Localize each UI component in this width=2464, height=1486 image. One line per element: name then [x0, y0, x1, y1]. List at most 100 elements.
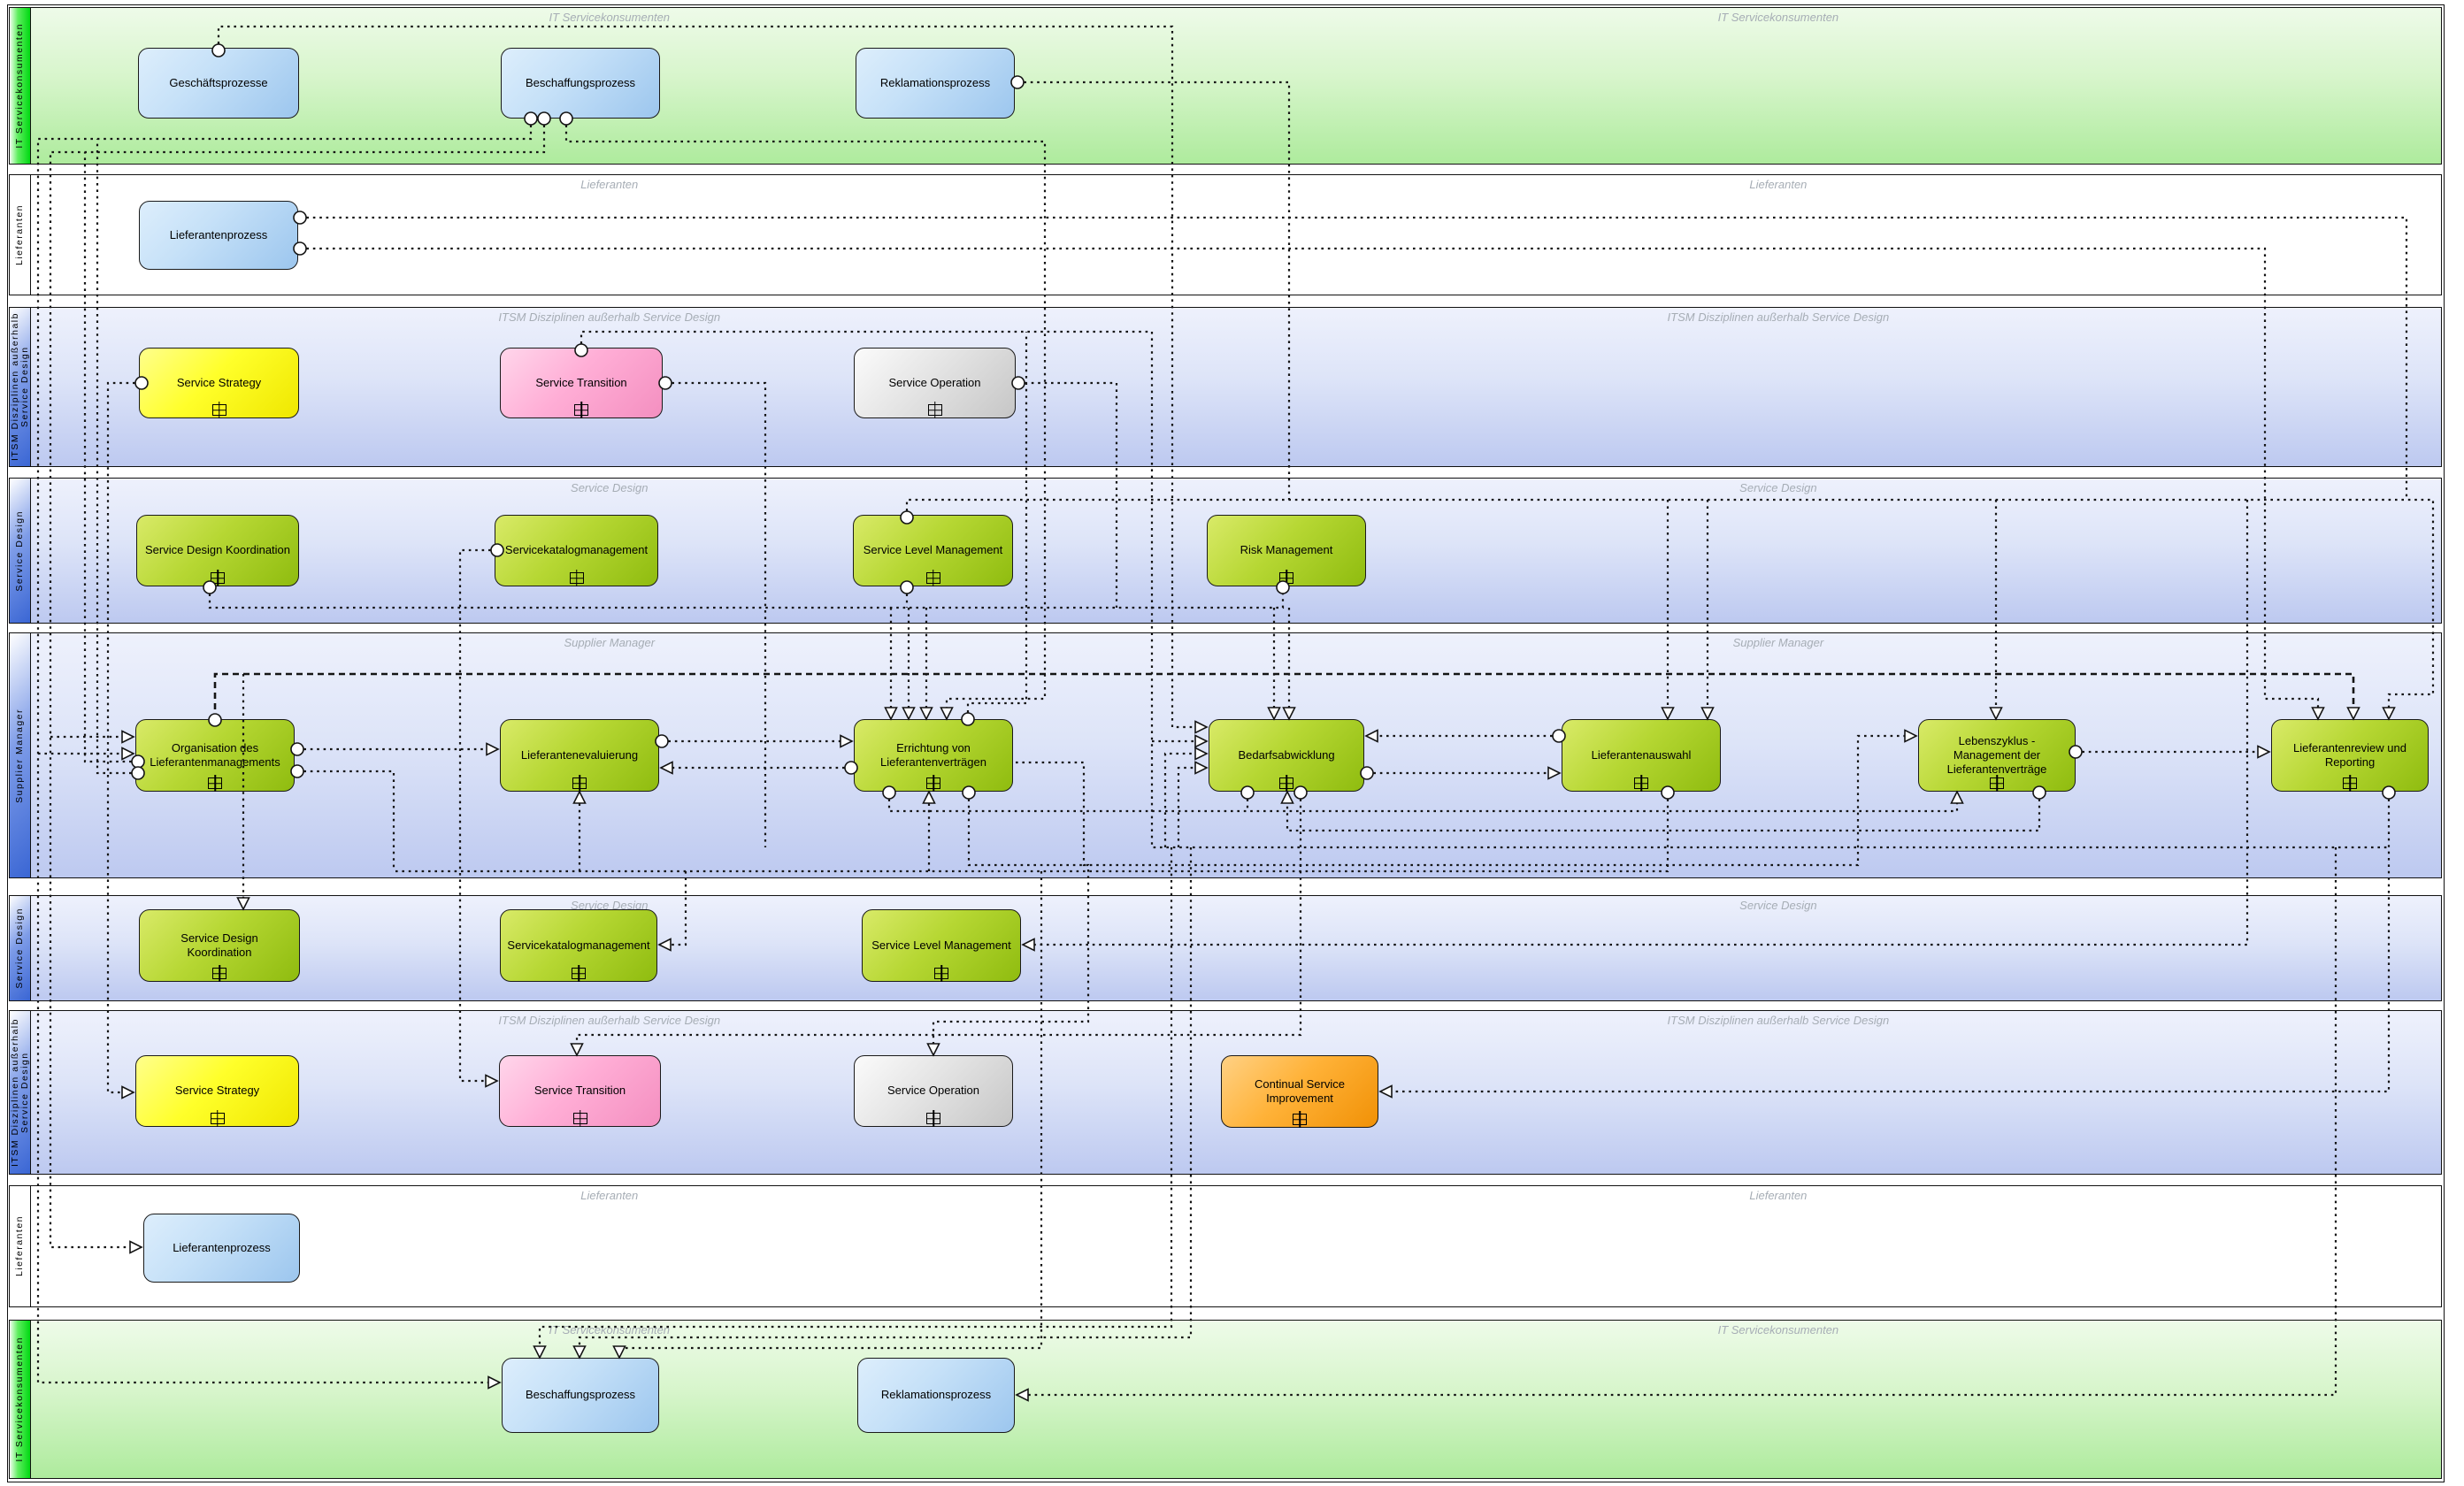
process-box-label: Lebenszyklus - Management der Lieferante… [1946, 733, 2047, 777]
process-box-lieferantenauswahl[interactable]: Lieferantenauswahl [1562, 719, 1721, 792]
process-box-servicekatalogmanagement[interactable]: Servicekatalogmanagement [500, 909, 657, 982]
process-box-service-operation[interactable]: Service Operation [854, 348, 1016, 418]
lane-title-right: IT Servicekonsumenten [1717, 11, 1839, 24]
process-box-label: Service Strategy [174, 1084, 260, 1098]
lane-title-left: ITSM Disziplinen außerhalb Service Desig… [498, 310, 721, 324]
process-box-beschaffungsprozess[interactable]: Beschaffungsprozess [501, 48, 660, 119]
expand-plus-icon[interactable] [1279, 572, 1293, 584]
expand-plus-icon[interactable] [925, 572, 940, 584]
expand-plus-icon[interactable] [927, 404, 942, 416]
process-box-label: Beschaffungsprozess [525, 1388, 636, 1402]
expand-plus-icon[interactable] [926, 1113, 940, 1124]
process-box-errichtung-von-lieferantenvertr-gen[interactable]: Errichtung von Lieferantenverträgen [854, 719, 1013, 792]
expand-plus-icon[interactable] [572, 1113, 587, 1124]
expand-plus-icon[interactable] [572, 968, 586, 979]
process-box-label: Service Design Koordination [144, 543, 291, 557]
process-box-bedarfsabwicklung[interactable]: Bedarfsabwicklung [1209, 719, 1364, 792]
lane-title-right: Service Design [1739, 899, 1817, 912]
process-box-beschaffungsprozess[interactable]: Beschaffungsprozess [502, 1358, 659, 1433]
process-box-lieferantenprozess[interactable]: Lieferantenprozess [139, 201, 298, 270]
process-box-service-strategy[interactable]: Service Strategy [135, 1055, 299, 1127]
expand-plus-icon[interactable] [934, 968, 948, 979]
lane-title-left: Lieferanten [580, 1189, 639, 1202]
lane-it-servicekonsumenten: IT Servicekonsumenten IT Servicekonsument… [9, 1320, 2442, 1479]
expand-plus-icon[interactable] [211, 404, 226, 416]
expand-plus-icon[interactable] [926, 777, 940, 789]
process-box-gesch-ftsprozesse[interactable]: Geschäftsprozesse [138, 48, 299, 119]
process-box-risk-management[interactable]: Risk Management [1207, 515, 1366, 586]
process-box-service-level-management[interactable]: Service Level Management [862, 909, 1021, 982]
lane-header: Lieferanten [10, 175, 31, 295]
lane-title-left: IT Servicekonsumenten [549, 11, 671, 24]
process-box-label: Servicekatalogmanagement [507, 938, 650, 952]
process-box-label: Reklamationsprozess [880, 1388, 992, 1402]
process-box-service-level-management[interactable]: Service Level Management [853, 515, 1013, 586]
process-box-servicekatalogmanagement[interactable]: Servicekatalogmanagement [495, 515, 658, 586]
process-box-lieferantenprozess[interactable]: Lieferantenprozess [143, 1214, 300, 1283]
lane-header: IT Servicekonsumenten [10, 8, 31, 164]
process-box-label: Risk Management [1240, 543, 1333, 557]
lane-title-left: Supplier Manager [564, 636, 656, 649]
expand-plus-icon[interactable] [211, 572, 225, 584]
process-box-label: Lieferantenreview und Reporting [2293, 740, 2406, 769]
lane-header-label: ITSM Disziplinen außerhalb Service Desig… [10, 1018, 30, 1167]
lane-header: ITSM Disziplinen außerhalb Service Desig… [10, 308, 31, 466]
process-box-service-design-koordination[interactable]: Service Design Koordination [139, 909, 300, 982]
lane-title-right: Supplier Manager [1732, 636, 1824, 649]
process-box-lebenszyklus-management-der-lieferantenvertr-ge[interactable]: Lebenszyklus - Management der Lieferante… [1918, 719, 2076, 792]
process-box-service-strategy[interactable]: Service Strategy [139, 348, 299, 418]
process-box-reklamationsprozess[interactable]: Reklamationsprozess [856, 48, 1015, 119]
expand-plus-icon[interactable] [208, 777, 222, 789]
expand-plus-icon[interactable] [2343, 777, 2357, 789]
process-box-service-design-koordination[interactable]: Service Design Koordination [136, 515, 299, 586]
process-box-service-transition[interactable]: Service Transition [500, 348, 663, 418]
process-box-label: Lieferantenevaluierung [520, 747, 639, 762]
lane-header-label: IT Servicekonsumenten [14, 1337, 25, 1462]
process-box-service-operation[interactable]: Service Operation [854, 1055, 1013, 1127]
process-box-label: Beschaffungsprozess [525, 75, 636, 89]
lane-header-label: Lieferanten [14, 203, 25, 266]
lane-body: Lieferanten Lieferanten [31, 1186, 2441, 1306]
lane-body: IT Servicekonsumenten IT Servicekonsument… [31, 1321, 2441, 1478]
lane-title-right: IT Servicekonsumenten [1717, 1323, 1839, 1337]
process-box-label: Servicekatalogmanagement [504, 543, 649, 557]
process-box-service-transition[interactable]: Service Transition [499, 1055, 661, 1127]
process-box-label: Lieferantenprozess [169, 227, 268, 241]
expand-plus-icon[interactable] [569, 572, 584, 584]
lane-title-right: ITSM Disziplinen außerhalb Service Desig… [1667, 310, 1890, 324]
process-box-lieferantenevaluierung[interactable]: Lieferantenevaluierung [500, 719, 659, 792]
expand-plus-icon[interactable] [574, 404, 588, 416]
expand-plus-icon[interactable] [210, 1113, 225, 1124]
process-box-organisation-des-lieferantenmanagements[interactable]: Organisation des Lieferantenmanagements [135, 719, 295, 792]
process-box-label: Service Level Management [871, 938, 1011, 952]
process-box-label: Lieferantenprozess [173, 1240, 271, 1254]
expand-plus-icon[interactable] [212, 968, 226, 979]
process-box-label: Service Operation [888, 375, 981, 389]
expand-plus-icon[interactable] [572, 777, 587, 789]
lane-title-left: Service Design [571, 481, 649, 494]
process-box-label: Service Design Koordination [180, 931, 258, 959]
lane-it-servicekonsumenten: IT Servicekonsumenten IT Servicekonsument… [9, 7, 2442, 165]
expand-plus-icon[interactable] [1634, 777, 1648, 789]
lane-header: Service Design [10, 479, 31, 623]
lane-title-left: IT Servicekonsumenten [549, 1323, 671, 1337]
process-box-label: Geschäftsprozesse [169, 75, 268, 89]
process-box-label: Reklamationsprozess [879, 75, 991, 89]
process-box-lieferantenreview-und-reporting[interactable]: Lieferantenreview und Reporting [2271, 719, 2429, 792]
process-box-continual-service-improvement[interactable]: Continual Service Improvement [1221, 1055, 1378, 1128]
process-box-reklamationsprozess[interactable]: Reklamationsprozess [857, 1358, 1015, 1433]
lane-itsm-disziplinen-au-erhalb-service-design: ITSM Disziplinen außerhalb Service Desig… [9, 307, 2442, 467]
expand-plus-icon[interactable] [1279, 777, 1293, 789]
expand-plus-icon[interactable] [1990, 777, 2004, 789]
expand-plus-icon[interactable] [1293, 1114, 1307, 1125]
lane-header: Service Design [10, 896, 31, 1000]
lane-body: ITSM Disziplinen außerhalb Service Desig… [31, 308, 2441, 466]
process-box-label: Organisation des Lieferantenmanagements [150, 740, 280, 769]
lane-title-right: Lieferanten [1749, 1189, 1808, 1202]
lane-body: IT Servicekonsumenten IT Servicekonsument… [31, 8, 2441, 164]
lane-header-label: Service Design [14, 908, 25, 989]
